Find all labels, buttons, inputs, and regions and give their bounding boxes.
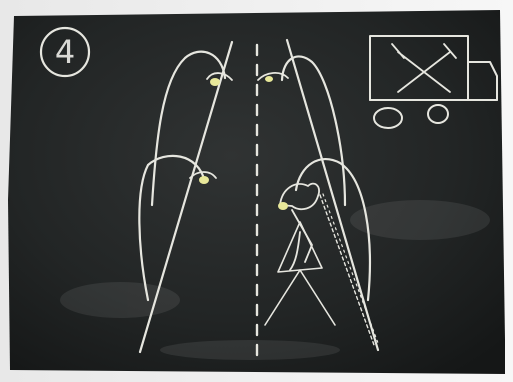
board-number-label: 4 <box>43 30 87 74</box>
